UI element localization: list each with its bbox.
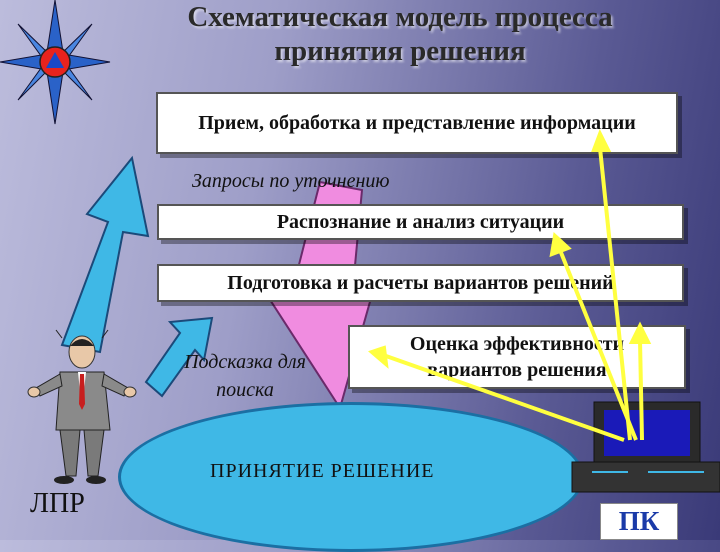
person-label: ЛПР — [30, 488, 85, 519]
hint-note: Подсказка для поиска — [184, 351, 306, 401]
decision-label: ПРИНЯТИЕ РЕШЕНИЕ — [210, 460, 435, 482]
computer-icon — [571, 401, 720, 493]
queries-note: Запросы по уточнению — [192, 170, 390, 192]
decision-ellipse — [118, 402, 584, 552]
title-line-2: принятия решения — [274, 35, 526, 67]
person-icon — [27, 329, 137, 484]
preparation-box: Подготовка и расчеты вариантов решений — [157, 264, 684, 302]
feedback-arrow — [60, 155, 150, 354]
person-figure — [27, 129, 720, 493]
page-title: Схематическая модель процесса принятия р… — [150, 0, 650, 68]
title-line-1: Схематическая модель процесса — [187, 1, 613, 33]
hint-arrow — [144, 316, 214, 398]
computer-label: ПК — [600, 503, 678, 540]
recognition-box: Распознание и анализ ситуации — [157, 204, 684, 240]
info-box: Прием, обработка и представление информа… — [156, 92, 678, 154]
data-lines — [368, 129, 652, 442]
evaluation-box: Оценка эффективности вариантов решения — [348, 325, 686, 389]
emblem-icon — [0, 0, 111, 125]
